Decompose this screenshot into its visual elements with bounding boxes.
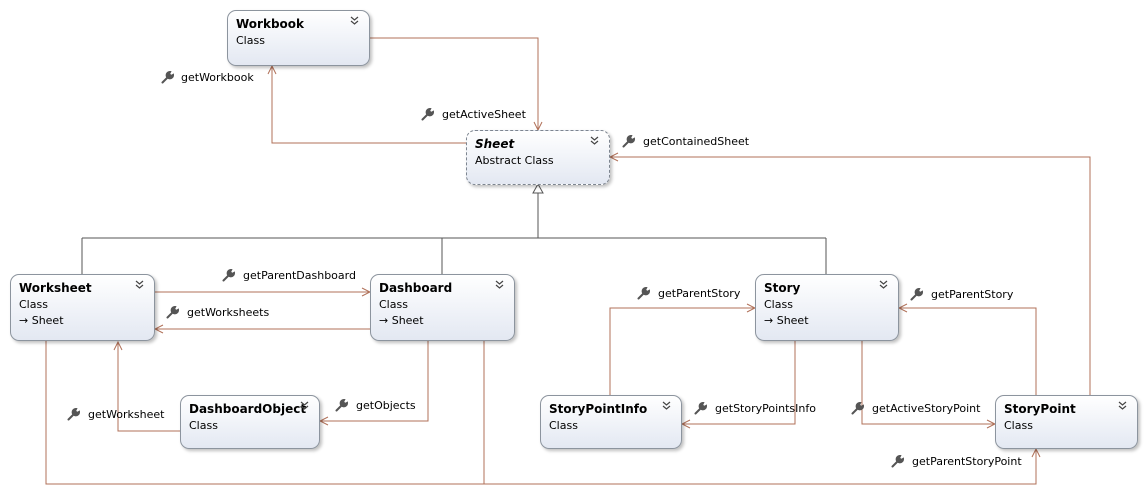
wrench-icon (637, 287, 650, 300)
class-name: StoryPointInfo (549, 402, 648, 416)
wrench-icon (891, 455, 904, 468)
class-box-worksheet[interactable]: Worksheet Class → Sheet (10, 274, 155, 341)
class-box-story-point[interactable]: StoryPoint Class (995, 395, 1138, 449)
edge-get-workbook (272, 66, 466, 144)
class-base-type: → Sheet (19, 314, 64, 327)
class-name: DashboardObject (189, 402, 307, 416)
edge-get-parent-story-1 (609, 308, 755, 395)
association-label-get-objects: getObjects (356, 399, 416, 412)
association-lines (45, 37, 1091, 485)
association-label-get-active-story-point: getActiveStoryPoint (872, 402, 981, 415)
wrench-icon (694, 402, 707, 415)
class-stereotype: Class (236, 34, 265, 47)
class-box-workbook[interactable]: Workbook Class (227, 10, 370, 66)
wrench-icon (421, 108, 434, 121)
class-name: Dashboard (379, 281, 453, 295)
wrench-icon (222, 269, 235, 282)
chevron-down-icon[interactable] (349, 15, 360, 26)
edge-worksheet-to-storypoint (45, 341, 1036, 485)
inheritance-triangle (532, 182, 544, 194)
class-stereotype: Class (379, 298, 408, 311)
class-stereotype: Class (189, 419, 218, 432)
edge-get-story-points-info (682, 341, 796, 424)
wrench-icon (166, 306, 179, 319)
edge-get-worksheet (118, 342, 180, 432)
chevron-down-icon[interactable] (494, 279, 505, 290)
class-name: Workbook (236, 17, 305, 31)
class-base-type: → Sheet (379, 314, 424, 327)
association-label-get-active-sheet: getActiveSheet (442, 108, 526, 121)
edge-get-parent-story-2 (899, 308, 1037, 395)
class-name: Story (764, 281, 801, 295)
inheritance-lines (81, 182, 827, 274)
wrench-icon (851, 402, 864, 415)
wrench-icon (161, 71, 174, 84)
class-box-story-point-info[interactable]: StoryPointInfo Class (540, 395, 682, 449)
class-box-dashboard[interactable]: Dashboard Class → Sheet (370, 274, 515, 341)
chevron-down-icon[interactable] (299, 400, 310, 411)
class-box-sheet[interactable]: Sheet Abstract Class (466, 130, 610, 185)
edge-get-active-sheet (370, 37, 538, 130)
class-stereotype: Abstract Class (475, 154, 554, 167)
class-name: Sheet (475, 137, 515, 151)
chevron-down-icon[interactable] (1117, 400, 1128, 411)
association-label-get-parent-story: getParentStory (658, 287, 741, 300)
chevron-down-icon[interactable] (661, 400, 672, 411)
class-stereotype: Class (1004, 419, 1033, 432)
wrench-icon (622, 135, 635, 148)
edge-get-objects (320, 341, 429, 421)
chevron-down-icon[interactable] (878, 279, 889, 290)
class-box-dashboard-object[interactable]: DashboardObject Class (180, 395, 320, 449)
association-label-get-worksheet: getWorksheet (88, 408, 165, 421)
class-name: StoryPoint (1004, 402, 1076, 416)
association-label-get-parent-story-point: getParentStoryPoint (912, 455, 1022, 468)
edge-get-active-story-point (861, 341, 995, 424)
wrench-icon (67, 408, 80, 421)
wrench-icon (335, 399, 348, 412)
association-label-get-parent-story: getParentStory (931, 288, 1014, 301)
class-stereotype: Class (549, 419, 578, 432)
class-base-type: → Sheet (764, 314, 809, 327)
association-label-get-contained-sheet: getContainedSheet (643, 135, 750, 148)
chevron-down-icon[interactable] (589, 135, 600, 146)
class-stereotype: Class (764, 298, 793, 311)
association-label-get-story-points-info: getStoryPointsInfo (715, 402, 816, 415)
wrench-icon (910, 288, 923, 301)
class-stereotype: Class (19, 298, 48, 311)
chevron-down-icon[interactable] (134, 279, 145, 290)
edge-get-contained-sheet (610, 157, 1091, 395)
class-box-story[interactable]: Story Class → Sheet (755, 274, 899, 341)
class-name: Worksheet (19, 281, 92, 295)
association-label-get-parent-dashboard: getParentDashboard (243, 269, 356, 282)
association-label-get-worksheets: getWorksheets (187, 306, 270, 319)
association-label-get-workbook: getWorkbook (181, 71, 254, 84)
